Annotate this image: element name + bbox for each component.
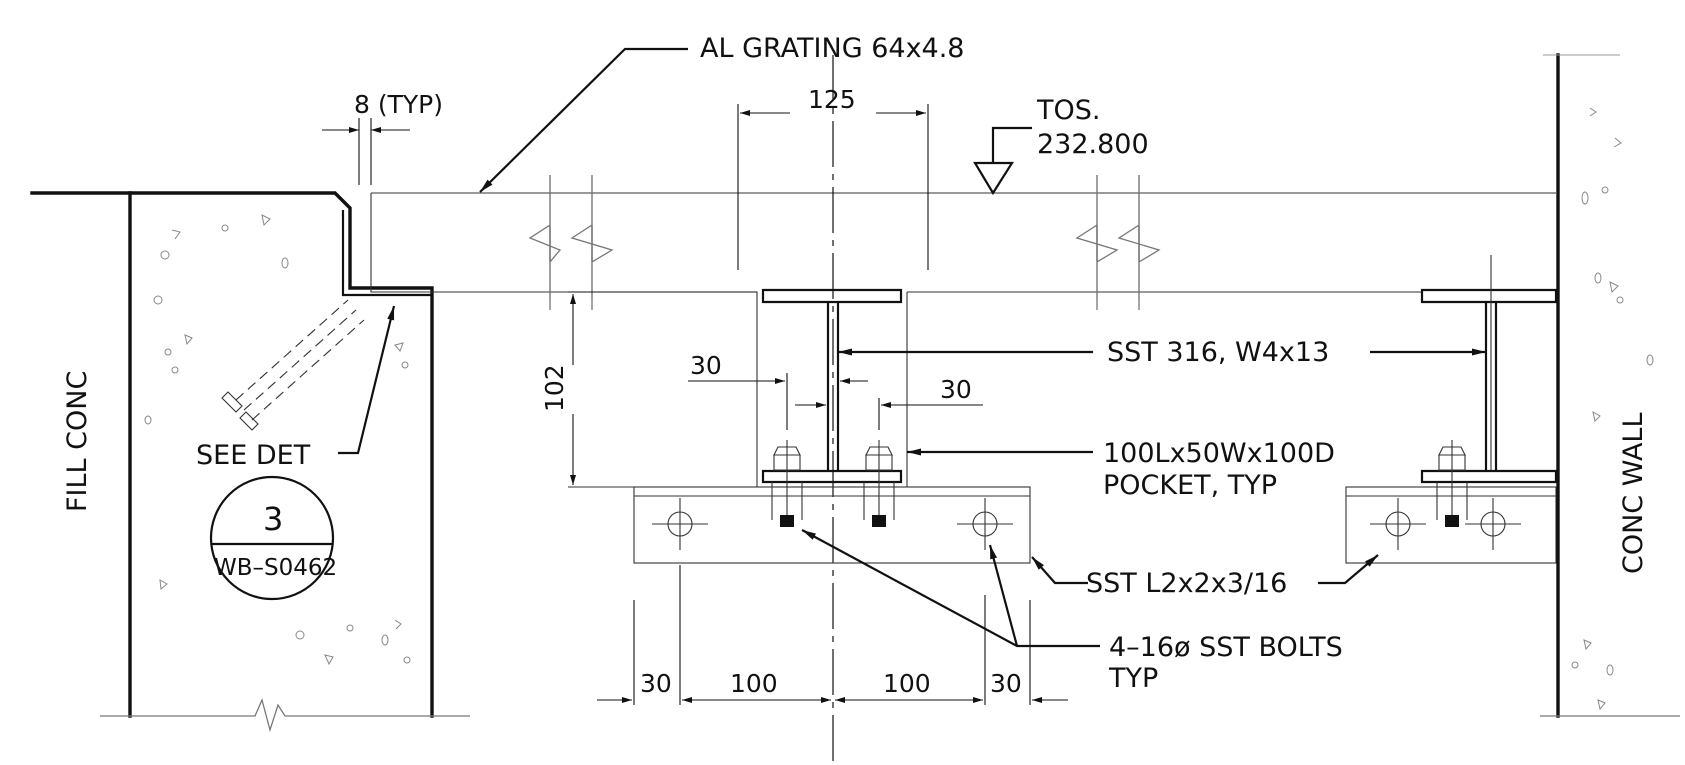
beam-right <box>1420 255 1558 484</box>
embedded-angle-right <box>1345 486 1557 564</box>
dim-bottom-100-left: 100 <box>730 669 778 698</box>
dim-30-left: 30 <box>688 351 868 430</box>
callout-see-detail: SEE DET 3 WB–S0462 <box>196 305 396 601</box>
bolt-1 <box>771 440 803 527</box>
dim-30-right: 30 <box>795 375 983 430</box>
dim-125-label: 125 <box>808 85 856 114</box>
beam-center <box>761 288 903 484</box>
grating <box>370 175 1556 487</box>
dim-30-left-label: 30 <box>690 351 722 380</box>
concrete-wall <box>1540 53 1680 718</box>
callout-angle: SST L2x2x3/16 <box>1031 554 1379 599</box>
embedded-angle-center <box>568 486 1031 564</box>
embedded-anchor <box>221 299 365 431</box>
callout-bolts-line2: TYP <box>1108 663 1158 694</box>
dim-gap-typ: 8 (TYP) <box>322 90 443 185</box>
dim-bottom-30-left: 30 <box>640 669 672 698</box>
dim-bottom-chain: 30 100 100 30 <box>597 565 1068 705</box>
bolt-3 <box>1436 440 1468 527</box>
callout-beam: SST 316, W4x13 <box>838 337 1486 368</box>
fill-concrete-label: FILL CONC <box>62 371 93 512</box>
bolt-2 <box>863 440 895 527</box>
see-detail-label: SEE DET <box>196 440 311 471</box>
dim-102-label: 102 <box>540 364 569 412</box>
callout-grating: AL GRATING 64x4.8 <box>479 33 965 193</box>
detail-sheet: WB–S0462 <box>214 555 337 581</box>
dim-30-right-label: 30 <box>940 375 972 404</box>
callout-bolts: 4–16ø SST BOLTS TYP <box>801 529 1343 694</box>
concrete-aggregate-right <box>1571 107 1654 711</box>
callout-pocket: 100Lx50Wx100D POCKET, TYP <box>907 438 1335 501</box>
callout-angle-label: SST L2x2x3/16 <box>1086 568 1287 599</box>
tos-label-line1: TOS. <box>1036 95 1100 126</box>
concrete-aggregate-left <box>144 214 411 666</box>
detail-number: 3 <box>263 500 283 538</box>
tos-label-line2: 232.800 <box>1037 129 1149 160</box>
dim-bottom-100-right: 100 <box>883 669 931 698</box>
tos-marker: TOS. 232.800 <box>973 95 1149 196</box>
callout-bolts-line1: 4–16ø SST BOLTS <box>1109 632 1343 663</box>
fill-concrete <box>30 191 470 733</box>
dim-102: 102 <box>540 291 757 485</box>
detail-bubble <box>209 475 335 601</box>
dim-125: 125 <box>737 85 929 270</box>
callout-pocket-line2: POCKET, TYP <box>1103 470 1277 501</box>
dim-bottom-30-right: 30 <box>990 669 1022 698</box>
callout-pocket-line1: 100Lx50Wx100D <box>1103 438 1335 469</box>
concrete-wall-label: CONC WALL <box>1618 412 1649 574</box>
callout-grating-label: AL GRATING 64x4.8 <box>700 33 965 64</box>
callout-beam-label: SST 316, W4x13 <box>1107 337 1329 368</box>
dim-gap-typ-label: 8 (TYP) <box>354 90 443 119</box>
